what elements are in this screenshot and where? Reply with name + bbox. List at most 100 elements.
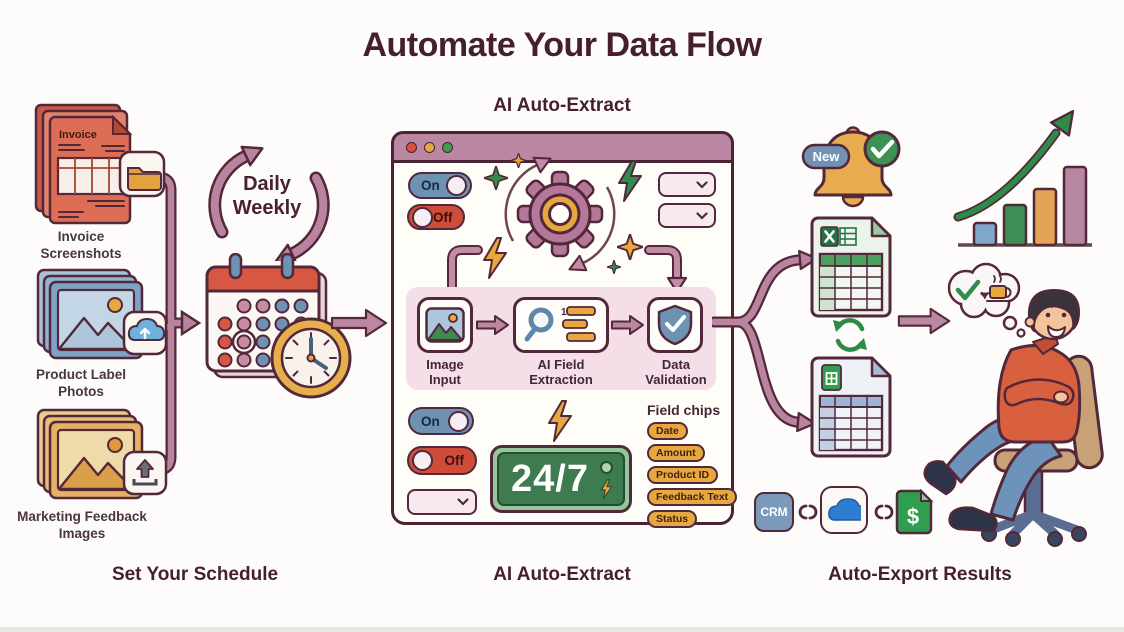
invoice-doc-title: Invoice xyxy=(59,129,97,141)
chip-product-id[interactable]: Product ID xyxy=(647,466,719,484)
merge-arrowhead xyxy=(180,309,202,337)
export-to-user-arrow xyxy=(897,307,951,335)
status-led xyxy=(600,461,613,474)
sheets-grid xyxy=(818,394,884,452)
uptime-display-screen: 24/7 xyxy=(497,452,625,506)
calendar-dates xyxy=(217,298,309,368)
chip-date[interactable]: Date xyxy=(647,422,688,440)
cycle-frequency-label: Daily Weekly xyxy=(217,172,317,221)
toggle-knob xyxy=(448,410,469,432)
dropdown-select-1[interactable] xyxy=(658,172,716,197)
invoice-stack-label: Invoice Screenshots xyxy=(40,229,122,262)
schedule-section-label: Set Your Schedule xyxy=(111,564,279,585)
window-button-green[interactable] xyxy=(442,141,453,153)
gear-automation-icon xyxy=(504,156,616,272)
crm-label: CRM xyxy=(760,505,788,519)
step-field-extraction: 1 xyxy=(513,297,609,353)
chip-status[interactable]: Status xyxy=(647,510,698,528)
chip-amount[interactable]: Amount xyxy=(647,444,705,462)
relaxed-person-illustration xyxy=(923,289,1104,547)
lightning-bolt-icon xyxy=(618,160,642,202)
product-photos-icon xyxy=(36,268,168,360)
link-icon xyxy=(798,504,818,520)
invoice-stack-icon: Invoice xyxy=(34,103,166,225)
excel-file-icon xyxy=(810,216,892,318)
step-label-image-input: Image Input xyxy=(426,357,464,387)
branch-connector xyxy=(712,249,819,433)
new-badge-text: New xyxy=(813,149,841,164)
cycle-weekly: Weekly xyxy=(232,197,302,220)
growth-chart-icon xyxy=(953,110,1092,247)
clock-icon xyxy=(270,317,352,399)
toggle-knob xyxy=(446,175,467,196)
selected-date-ring xyxy=(231,329,257,355)
dollar-sign: $ xyxy=(907,504,919,529)
thought-bubble xyxy=(947,262,1026,338)
product-photos-label: Product Label Photos xyxy=(35,367,126,400)
cloud-icon xyxy=(828,498,861,521)
toggle-off-bottom[interactable]: Off xyxy=(407,446,477,475)
step-data-validation xyxy=(647,297,703,353)
upload-icon xyxy=(132,459,158,486)
window-button-red[interactable] xyxy=(406,141,417,153)
toggle-knob xyxy=(412,450,433,471)
search-list-icon: 1 xyxy=(524,306,596,342)
chip-feedback-text[interactable]: Feedback Text xyxy=(647,488,738,506)
step-arrow xyxy=(476,315,509,335)
toggle-on-bottom[interactable]: On xyxy=(408,407,474,435)
lightning-bolt-icon xyxy=(548,400,572,442)
field-chips-title: Field chips xyxy=(647,402,721,418)
extract-heading: AI Auto-Extract xyxy=(493,95,631,116)
sparkle-icon xyxy=(484,166,508,190)
elbow-connector-right xyxy=(644,245,688,294)
shield-check-icon xyxy=(657,304,693,346)
image-icon xyxy=(425,307,465,343)
step-label-field-extraction: AI Field Extraction xyxy=(529,357,593,387)
uptime-display: 24/7 xyxy=(490,445,632,513)
toggle-on-label: On xyxy=(421,178,440,193)
toggle-off-label: Off xyxy=(444,453,465,468)
new-badge: New xyxy=(801,143,851,170)
chevron-down-icon xyxy=(696,180,708,189)
lightning-bolt-icon xyxy=(600,479,613,499)
lightning-bolt-icon xyxy=(483,237,507,279)
toggle-off-top[interactable]: Off xyxy=(407,204,465,230)
marketing-images-icon xyxy=(36,408,168,500)
export-section-label: Auto-Export Results xyxy=(828,564,1012,585)
window-button-yellow[interactable] xyxy=(424,141,435,153)
toggle-on-top[interactable]: On xyxy=(408,172,472,199)
notification-bell-icon: New xyxy=(801,126,901,208)
uptime-value: 24/7 xyxy=(511,457,589,500)
toggle-knob xyxy=(412,206,433,228)
crm-app-icon[interactable]: CRM xyxy=(754,492,794,532)
marketing-images-label: Marketing Feedback Images xyxy=(17,509,147,542)
cloud-upload-icon xyxy=(127,317,166,341)
coffee-cup-icon xyxy=(986,275,1012,302)
excel-grid xyxy=(818,252,884,312)
folder-icon xyxy=(127,167,162,191)
window-titlebar xyxy=(391,131,734,163)
step-label-data-validation: Data Validation xyxy=(645,357,707,387)
elbow-connector-left xyxy=(447,245,483,294)
list-number: 1 xyxy=(561,307,567,318)
check-circle-icon xyxy=(863,130,901,168)
chevron-down-icon xyxy=(457,498,469,506)
chevron-down-icon xyxy=(696,211,708,220)
sparkle-icon xyxy=(511,153,526,168)
link-icon xyxy=(874,504,894,520)
cloud-storage-icon[interactable] xyxy=(820,486,868,534)
billing-doc-icon[interactable]: $ xyxy=(894,488,934,536)
cycle-daily: Daily xyxy=(243,173,291,195)
toggle-off-label: Off xyxy=(433,209,453,225)
step-image-input xyxy=(417,297,473,353)
dropdown-select-2[interactable] xyxy=(658,203,716,228)
schedule-to-extract-arrow xyxy=(330,308,388,338)
field-chips-list: Date Amount Product ID Feedback Text Sta… xyxy=(647,422,738,528)
excel-logo xyxy=(820,226,857,247)
sparkle-icon xyxy=(617,234,643,260)
dropdown-select-3[interactable] xyxy=(407,489,477,515)
sheets-file-icon xyxy=(810,356,892,458)
toggle-on-label: On xyxy=(421,413,440,429)
check-icon xyxy=(955,279,981,301)
